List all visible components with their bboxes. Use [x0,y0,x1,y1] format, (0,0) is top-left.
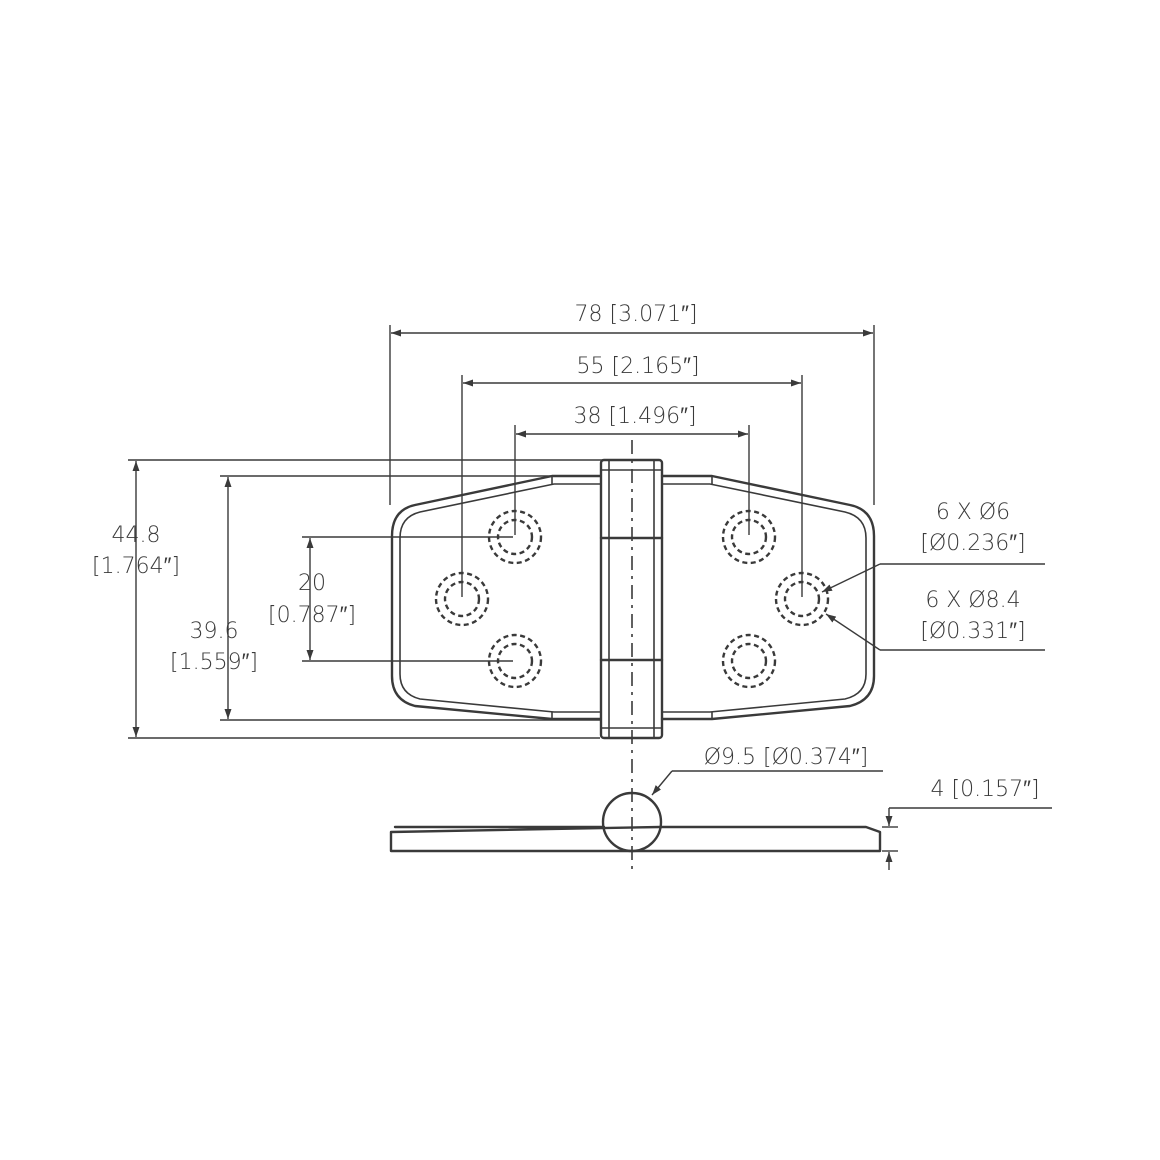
dimension-hole-spacing-inner: 38 [1.496″] [514,404,750,535]
hole-pitch-inch: [0.787″] [268,603,356,628]
hole-pitch-value: 20 [298,571,326,596]
callout-hole-diameter: 6 X Ø6 [Ø0.236″] [821,500,1045,593]
dimension-hole-pitch: 20 [0.787″] [268,536,513,662]
overall-height-inch: [1.764″] [92,554,180,579]
dimension-hole-spacing-outer: 55 [2.165″] [461,354,803,597]
hinge-side-view [389,791,882,853]
hinge-top-view [390,440,876,872]
overall-height-value: 44.8 [112,523,161,548]
hole-right-bottom [721,633,777,689]
knuckle-diameter-label: Ø9.5 [Ø0.374″] [704,745,869,770]
overall-width-label: 78 [3.071″] [575,302,698,327]
side-leaf-profile [389,825,882,853]
dimension-overall-height: 44.8 [1.764″] [92,459,660,739]
right-leaf-edge [662,483,867,713]
dimension-leaf-height: 39.6 [1.559″] [170,475,600,721]
hole-spacing-outer-label: 55 [2.165″] [577,354,700,379]
left-leaf-edge [399,483,600,713]
callout-knuckle-diameter: Ø9.5 [Ø0.374″] [651,745,883,796]
side-knuckle [601,791,663,853]
dimension-overall-width: 78 [3.071″] [389,302,875,505]
callout-countersink-diameter: 6 X Ø8.4 [Ø0.331″] [825,588,1045,651]
thickness-label: 4 [0.157″] [931,777,1040,802]
hole-diameter-inch: [Ø0.236″] [920,531,1025,556]
hole-diameter-count: 6 X Ø6 [936,500,1010,525]
dimension-thickness: 4 [0.157″] [882,777,1052,870]
left-leaf-outline [390,474,602,721]
leaf-height-value: 39.6 [190,619,239,644]
right-leaf-outline [660,474,876,721]
countersink-count: 6 X Ø8.4 [925,588,1020,613]
countersink-inch: [Ø0.331″] [920,619,1025,644]
hole-spacing-inner-label: 38 [1.496″] [574,404,697,429]
leaf-height-inch: [1.559″] [170,650,258,675]
